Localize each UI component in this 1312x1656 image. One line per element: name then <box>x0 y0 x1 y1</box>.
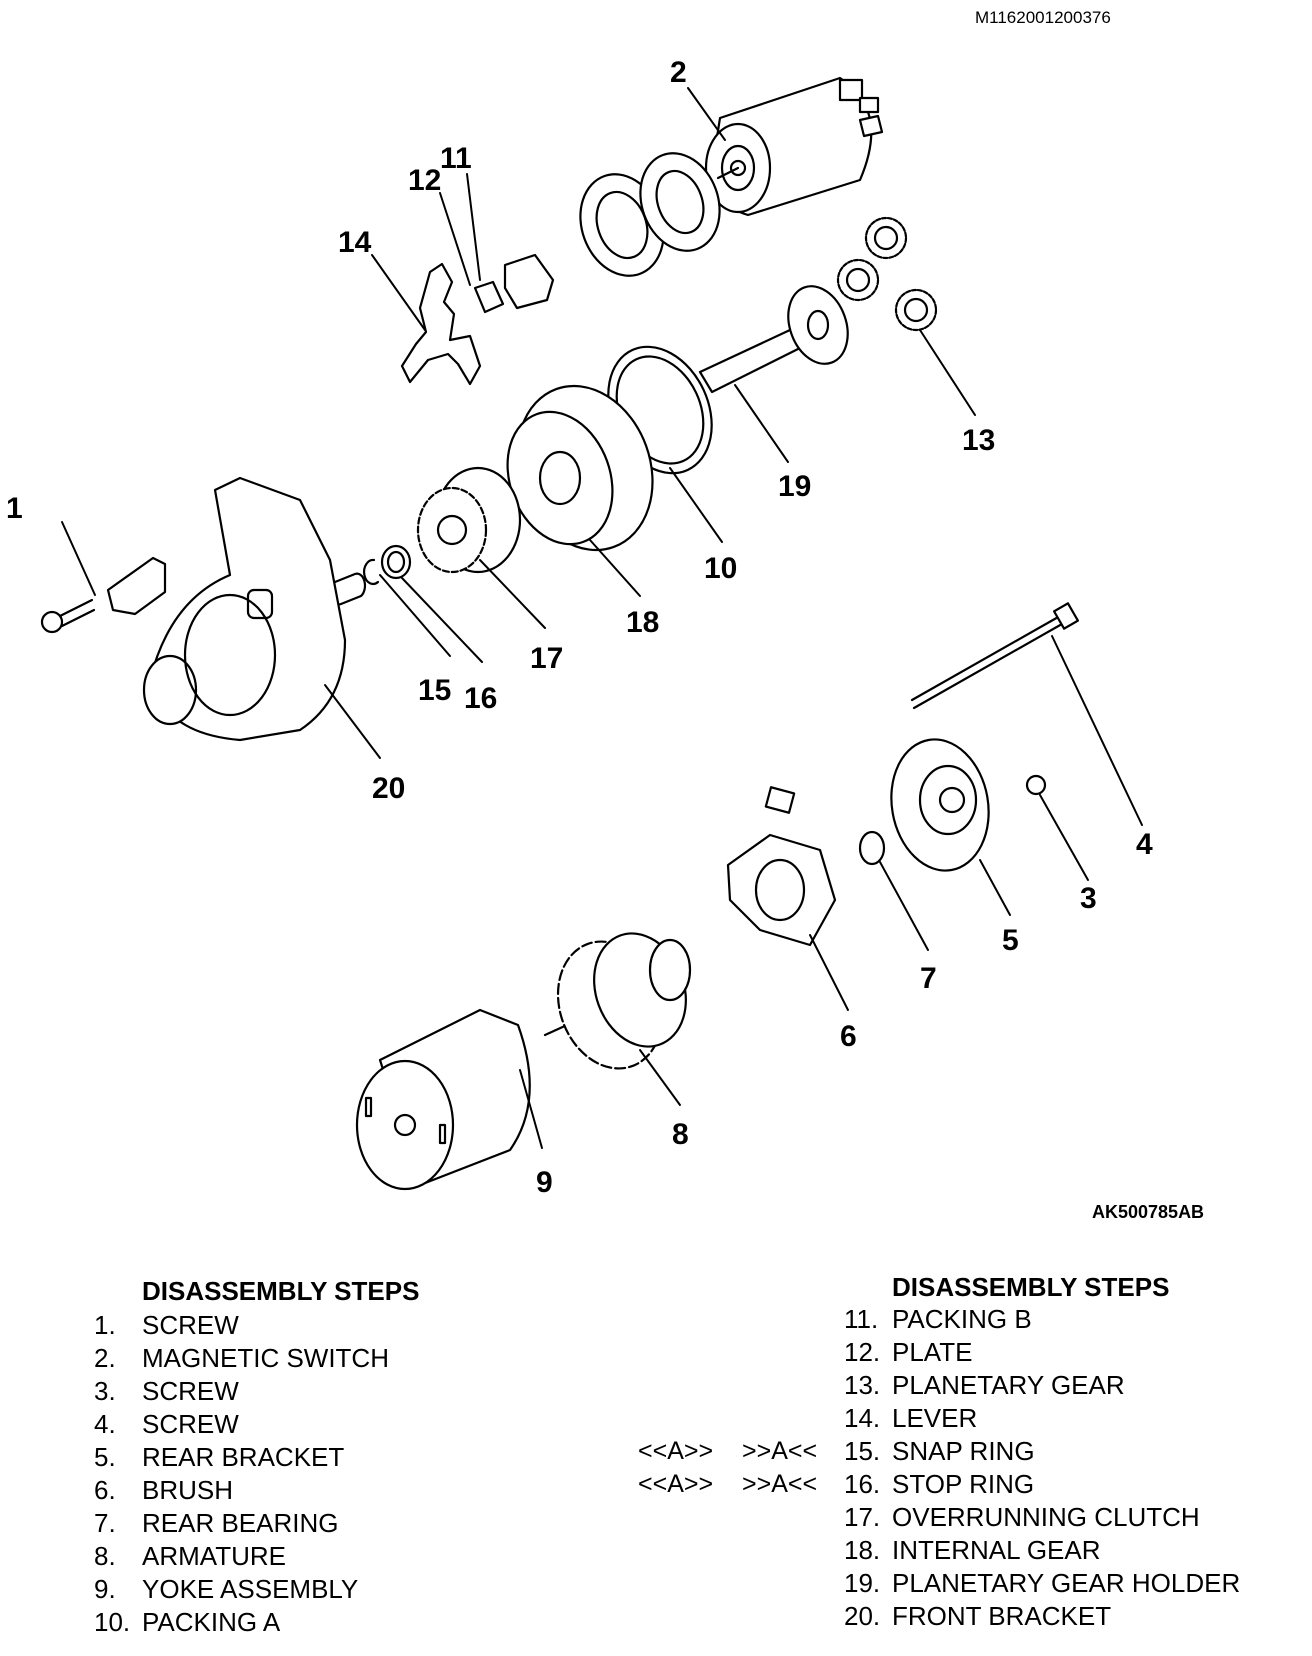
callout-17: 17 <box>530 642 563 675</box>
screw-3 <box>1025 774 1047 796</box>
callout-12: 12 <box>408 164 441 197</box>
rear-bearing <box>858 830 886 866</box>
internal-gear <box>506 384 654 552</box>
brush-holder <box>726 786 837 947</box>
callout-4: 4 <box>1136 828 1153 861</box>
callout-9: 9 <box>536 1166 553 1199</box>
yoke-assembly <box>355 1008 531 1191</box>
callout-8: 8 <box>672 1118 689 1151</box>
step-18: 18.INTERNAL GEAR <box>844 1535 1101 1565</box>
right-heading: DISASSEMBLY STEPS <box>892 1272 1170 1302</box>
rear-bracket <box>890 738 990 872</box>
armature <box>543 932 692 1070</box>
step-2: 2.MAGNETIC SWITCH <box>94 1343 389 1373</box>
disassembly-mark-16: >>A<< <box>742 1470 818 1498</box>
callout-1: 1 <box>6 492 23 525</box>
step-13: 13.PLANETARY GEAR <box>844 1370 1125 1400</box>
planetary-gear-holder <box>698 285 849 394</box>
step-19: 19.PLANETARY GEAR HOLDER <box>844 1568 1241 1598</box>
callout-19: 19 <box>778 470 811 503</box>
callout-7: 7 <box>920 962 937 995</box>
callout-10: 10 <box>704 552 737 585</box>
step-17: 17.OVERRUNNING CLUTCH <box>844 1502 1200 1532</box>
callout-15: 15 <box>418 674 451 707</box>
callout-5: 5 <box>1002 924 1019 957</box>
lever-part <box>400 262 482 386</box>
callout-13: 13 <box>962 424 995 457</box>
step-11: 11.PACKING B <box>844 1304 1032 1334</box>
step-15: 15.SNAP RING <box>844 1436 1035 1466</box>
callout-16: 16 <box>464 682 497 715</box>
step-8: 8.ARMATURE <box>94 1541 286 1571</box>
callout-11: 11 <box>440 142 472 175</box>
callout-18: 18 <box>626 606 659 639</box>
figure-id: AK500785AB <box>1092 1202 1205 1222</box>
stop-ring <box>380 544 412 580</box>
leader-lines <box>61 87 1143 1149</box>
left-heading: DISASSEMBLY STEPS <box>142 1276 420 1306</box>
starter-exploded-view: 1 2 3 4 5 6 7 8 9 10 11 12 13 14 15 16 1… <box>6 56 1153 1199</box>
step-20: 20.FRONT BRACKET <box>844 1601 1112 1631</box>
screw-4 <box>910 602 1080 710</box>
step-9: 9.YOKE ASSEMBLY <box>94 1574 359 1604</box>
callout-6: 6 <box>840 1020 857 1053</box>
document-id: M1162001200376 <box>975 8 1111 27</box>
assembly-mark-16: <<A>> <box>638 1470 714 1498</box>
assembly-mark-15: <<A>> <box>638 1437 714 1465</box>
packing-b-part <box>503 253 555 310</box>
packing-a-gasket <box>579 152 721 277</box>
mounting-plate <box>106 556 167 616</box>
step-14: 14.LEVER <box>844 1403 978 1433</box>
snap-ring <box>362 558 380 585</box>
step-4: 4.SCREW <box>94 1409 239 1439</box>
callout-14: 14 <box>338 226 372 259</box>
plate-part <box>473 280 505 314</box>
disassembly-mark-15: >>A<< <box>742 1437 818 1465</box>
planetary-gears <box>836 216 938 332</box>
step-12: 12.PLATE <box>844 1337 973 1367</box>
step-7: 7.REAR BEARING <box>94 1508 339 1538</box>
callout-3: 3 <box>1080 882 1097 915</box>
callout-20: 20 <box>372 772 405 805</box>
magnetic-switch-part <box>704 76 884 217</box>
screw-1 <box>40 598 96 634</box>
step-6: 6.BRUSH <box>94 1475 234 1505</box>
front-bracket <box>142 476 347 742</box>
step-1: 1.SCREW <box>94 1310 239 1340</box>
step-16: 16.STOP RING <box>844 1469 1035 1499</box>
overrunning-clutch <box>416 466 522 574</box>
step-10: 10.PACKING A <box>94 1607 281 1637</box>
step-3: 3.SCREW <box>94 1376 239 1406</box>
step-5: 5.REAR BRACKET <box>94 1442 345 1472</box>
callout-2: 2 <box>670 56 687 89</box>
